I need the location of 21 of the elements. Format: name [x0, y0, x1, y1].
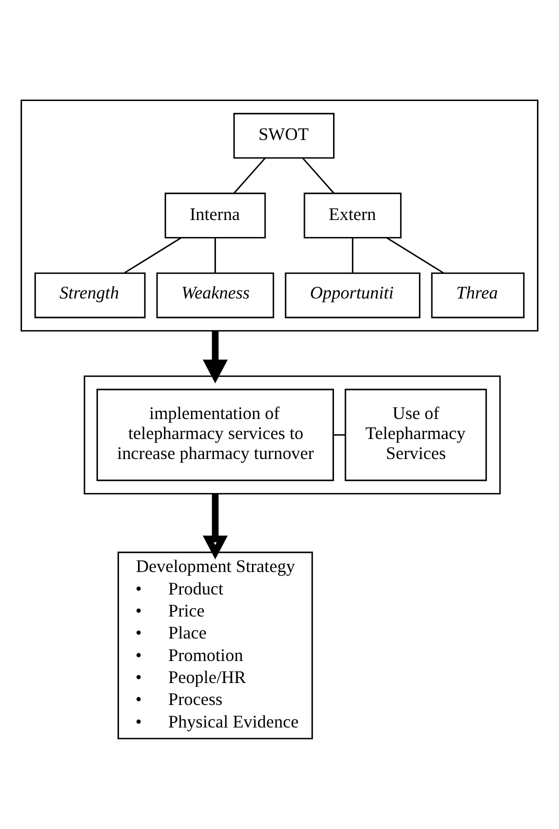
- node-box: Extern: [304, 192, 402, 238]
- connector: [302, 157, 334, 194]
- node-box: Weakness: [156, 272, 274, 318]
- arrow: [202, 330, 228, 383]
- connector: [214, 237, 216, 273]
- node-box: Strength: [34, 272, 146, 318]
- cluster: [84, 375, 501, 494]
- node-box: Development Strategy • Product • Price • Place • Promotion • People/HR • Process • Physical Evidence: [118, 551, 313, 739]
- node-box: Threa: [431, 272, 525, 318]
- cluster: [20, 99, 538, 331]
- connector: [334, 434, 346, 436]
- node-box: SWOT: [233, 112, 335, 158]
- node-box: Interna: [164, 192, 266, 238]
- arrow: [202, 493, 228, 559]
- connector: [124, 236, 182, 274]
- node-box: Opportuniti: [284, 272, 420, 318]
- connector: [233, 157, 266, 194]
- node-box: Use of Telepharmacy Services: [344, 388, 487, 481]
- node-box: implementation of telepharmacy services to increase pharmacy turnover: [96, 388, 334, 481]
- connector: [352, 237, 354, 273]
- connector: [386, 236, 444, 274]
